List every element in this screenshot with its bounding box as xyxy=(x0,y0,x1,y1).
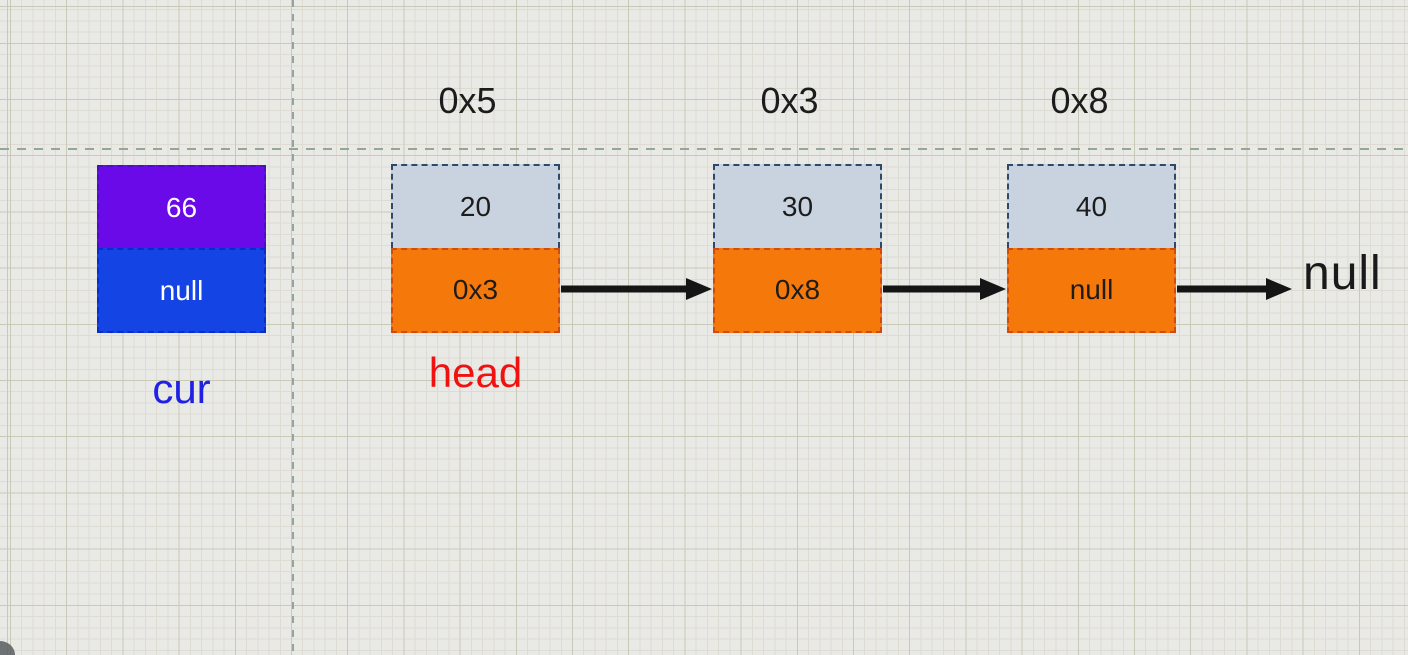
node1-address-label[interactable]: 0x5 xyxy=(438,80,497,121)
node1-next-cell[interactable]: 0x3 xyxy=(391,247,560,333)
list-node[interactable]: 20 0x3 xyxy=(391,164,560,333)
terminal-null-label[interactable]: null xyxy=(1303,247,1382,300)
node3-address-label[interactable]: 0x8 xyxy=(1050,80,1109,121)
page-boundary-horizontal xyxy=(0,148,1408,150)
node1-value-cell[interactable]: 20 xyxy=(391,164,560,248)
list-node[interactable]: 30 0x8 xyxy=(713,164,882,333)
page-boundary-vertical xyxy=(292,0,294,655)
node3-value-cell[interactable]: 40 xyxy=(1007,164,1176,248)
cur-next-cell[interactable]: null xyxy=(97,248,266,333)
cur-variable-box[interactable]: 66 null xyxy=(97,165,266,333)
list-node[interactable]: 40 null xyxy=(1007,164,1176,333)
head-label[interactable]: head xyxy=(428,349,523,396)
node3-next-cell[interactable]: null xyxy=(1007,247,1176,333)
node2-address-label[interactable]: 0x3 xyxy=(760,80,819,121)
pointer-arrow-node1-to-node2[interactable] xyxy=(561,278,712,300)
pointer-arrow-node2-to-node3[interactable] xyxy=(883,278,1006,300)
cur-label[interactable]: cur xyxy=(152,365,211,412)
cur-value-cell[interactable]: 66 xyxy=(97,165,266,248)
node2-value-cell[interactable]: 30 xyxy=(713,164,882,248)
node2-next-cell[interactable]: 0x8 xyxy=(713,247,882,333)
pointer-arrow-node3-to-null[interactable] xyxy=(1177,278,1292,300)
